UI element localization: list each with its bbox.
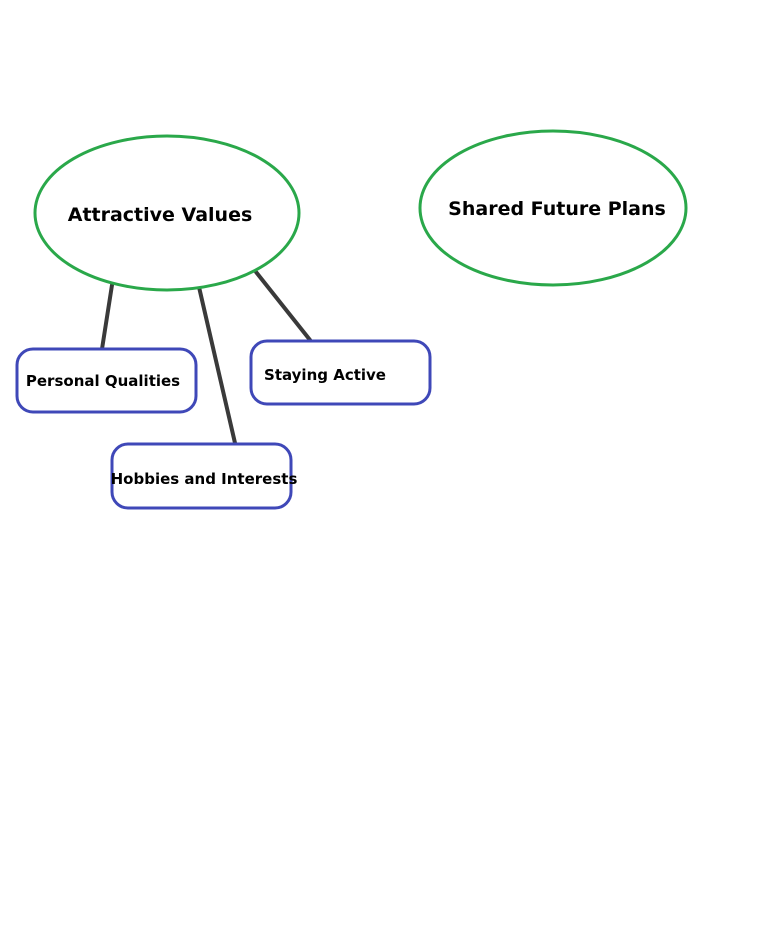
connector-to-personal-qualities	[100, 283, 114, 351]
hobbies-and-interests-label: Hobbies and Interests	[111, 470, 298, 488]
node-personal-qualities: Personal Qualities	[15, 347, 198, 414]
shared-future-plans-ellipse	[418, 129, 688, 287]
node-hobbies-and-interests: Hobbies and Interests	[110, 442, 298, 510]
connector-to-hobbies-and-interests	[197, 285, 237, 445]
connectors	[100, 270, 312, 445]
personal-qualities-label: Personal Qualities	[26, 372, 180, 390]
shared-future-plans-label: Shared Future Plans	[448, 198, 666, 220]
staying-active-label: Staying Active	[264, 366, 386, 384]
node-attractive-values: Attractive Values	[33, 134, 301, 292]
attractive-values-label: Attractive Values	[68, 204, 253, 226]
node-staying-active: Staying Active	[249, 339, 432, 406]
node-shared-future-plans: Shared Future Plans	[418, 129, 688, 287]
connector-to-staying-active	[254, 270, 312, 342]
staying-active-box	[249, 339, 432, 406]
attractive-values-ellipse	[33, 134, 301, 292]
hobbies-and-interests-box	[110, 442, 293, 510]
personal-qualities-box	[15, 347, 198, 414]
